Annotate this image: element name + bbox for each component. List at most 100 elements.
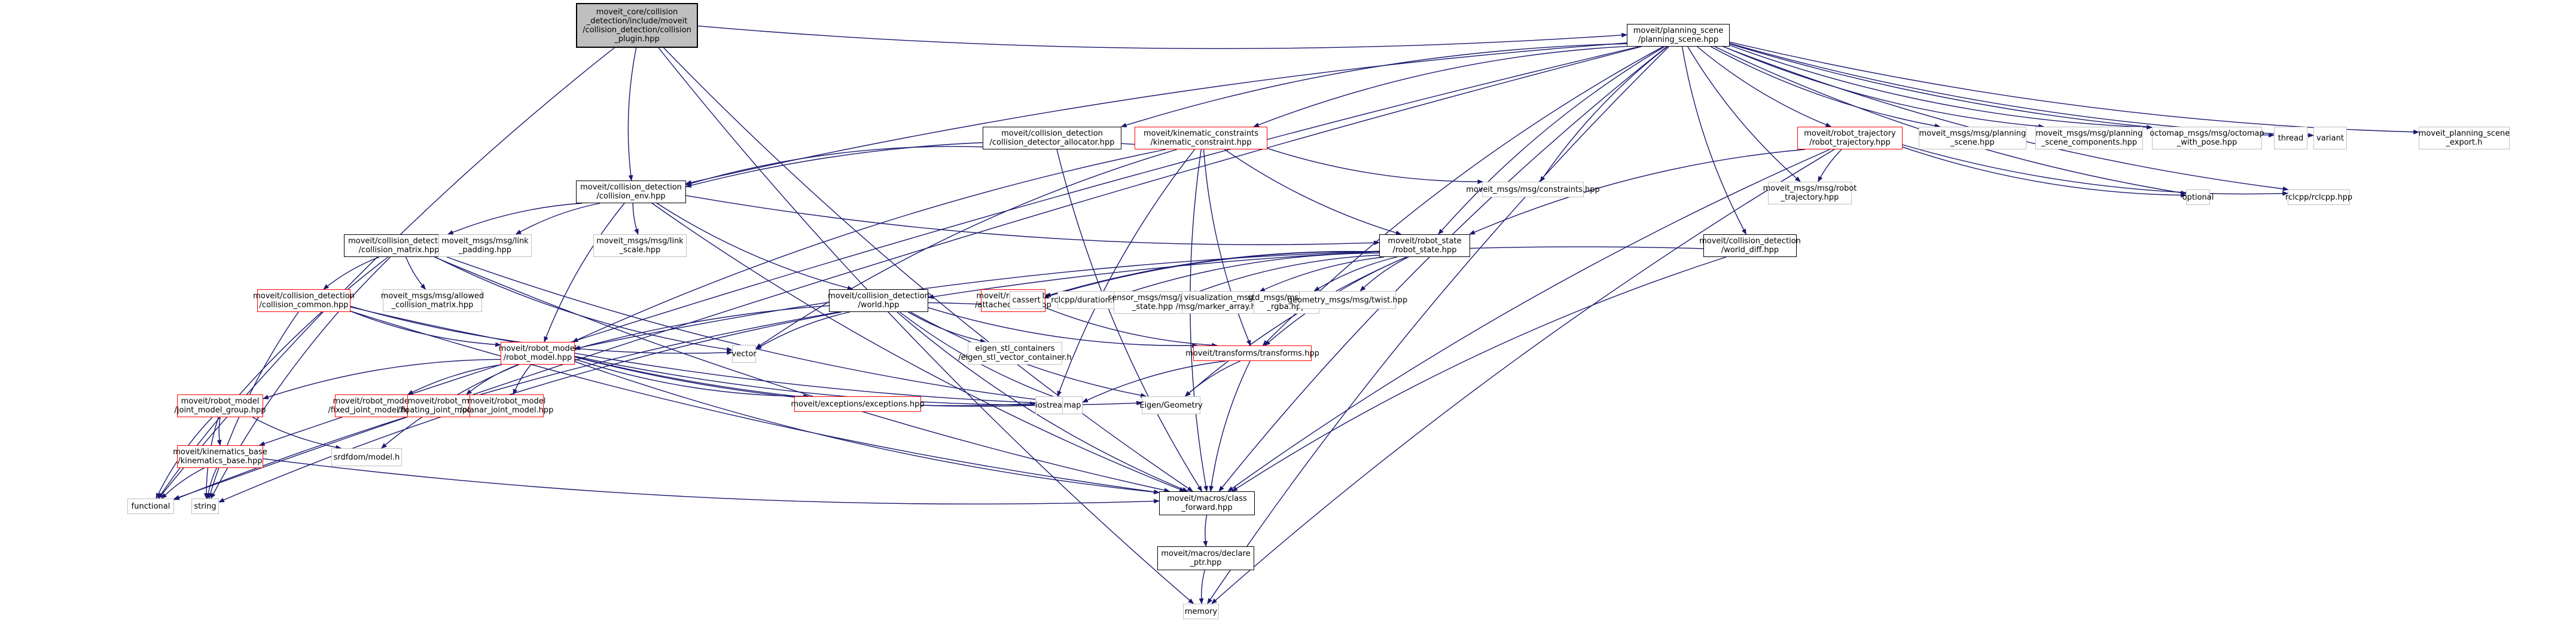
edge-collision-env-to-robot-state [685, 195, 1380, 246]
edge-planning-scene-to-robot-state [1438, 46, 1665, 235]
edge-root-to-planning-scene [697, 25, 1627, 49]
node-cassert[interactable]: cassert [1010, 291, 1043, 309]
edge-declare-ptr-to-memory [1199, 570, 1205, 604]
node-kin-constraint[interactable]: moveit/kinematic_constraints /kinematic_… [1135, 127, 1267, 149]
node-link-scale[interactable]: moveit_msgs/msg/link _scale.hpp [593, 234, 687, 257]
node-duration[interactable]: rclcpp/duration.hpp [1051, 291, 1127, 309]
edge-jmg-to-kinematics-base [217, 417, 222, 446]
node-memory[interactable]: memory [1183, 604, 1219, 619]
edge-robot-trajectory-to-class-forward [1227, 149, 1830, 492]
node-robot-model[interactable]: moveit/robot_model /robot_model.hpp [499, 342, 577, 365]
edge-planning-scene-to-memory [1207, 46, 1669, 604]
node-class-forward[interactable]: moveit/macros/class _forward.hpp [1159, 491, 1255, 515]
node-kinematics-base[interactable]: moveit/kinematics_base /kinematics_base.… [173, 445, 267, 468]
node-msg-planning-scene[interactable]: moveit_msgs/msg/planning _scene.hpp [1919, 127, 2026, 149]
edge-robot-model-to-exceptions [574, 359, 810, 399]
node-planning-scene[interactable]: moveit/planning_scene /planning_scene.hp… [1627, 24, 1730, 47]
edge-planning-scene-to-msg-constraints [1539, 46, 1668, 182]
node-declare-ptr[interactable]: moveit/macros/declare _ptr.hpp [1157, 546, 1254, 570]
node-thread[interactable]: thread [2274, 127, 2307, 149]
edge-planning-scene-to-cd-allocator [1120, 43, 1627, 128]
node-robot-trajectory[interactable]: moveit/robot_trajectory /robot_trajector… [1797, 127, 1903, 149]
edge-kinematics-base-to-functional [161, 467, 205, 499]
edge-kin-constraint-to-transforms [1203, 149, 1251, 346]
edge-collision-env-to-link-padding [515, 203, 600, 235]
node-marker-array[interactable]: visualization_msgs /msg/marker_array.hpp [1176, 291, 1266, 314]
edge-kin-constraint-to-robot-model [572, 149, 1166, 342]
node-collision-matrix[interactable]: moveit/collision_detection /collision_ma… [344, 234, 454, 257]
node-world[interactable]: moveit/collision_detection /world.hpp [828, 289, 929, 312]
edge-root-to-functional [158, 47, 615, 499]
edge-kin-constraint-to-msg-constraints [1267, 148, 1484, 184]
node-eigen-stl[interactable]: eigen_stl_containers /eigen_stl_vector_c… [958, 342, 1072, 365]
edge-kin-constraint-to-robot-state [1224, 149, 1402, 235]
edge-collision-env-to-collision-matrix [447, 203, 583, 235]
node-collision-common[interactable]: moveit/collision_detection /collision_co… [253, 289, 355, 312]
node-rclcpp[interactable]: rclcpp/rclcpp.hpp [2285, 189, 2352, 205]
node-variant[interactable]: variant [2313, 127, 2347, 149]
edge-robot-state-to-joint-state [1191, 255, 1380, 295]
edge-robot-model-to-floating-joint [466, 364, 519, 395]
node-root[interactable]: moveit_core/collision _detection/include… [576, 3, 698, 48]
edge-world-diff-to-world [928, 246, 1704, 299]
edge-robot-state-to-color-rgba [1313, 256, 1397, 292]
node-srdf-model[interactable]: srdfdom/model.h [331, 448, 402, 466]
node-map[interactable]: map [1062, 396, 1083, 414]
edge-transforms-to-map [1082, 360, 1226, 403]
edge-robot-state-to-cassert [1042, 251, 1380, 299]
node-link-padding[interactable]: moveit_msgs/msg/link _padding.hpp [438, 234, 532, 257]
edge-world-to-functional [173, 311, 839, 500]
node-octomap-msg[interactable]: octomap_msgs/msg/octomap _with_pose.hpp [2150, 127, 2264, 149]
edge-collision-matrix-to-class-forward [434, 256, 1170, 493]
node-functional[interactable]: functional [127, 498, 174, 514]
edge-planning-scene-to-class-forward [1218, 46, 1667, 492]
node-joint-state[interactable]: sensor_msgs/msg/joint _state.hpp [1108, 291, 1197, 314]
edge-planning-scene-to-robot-trajectory [1697, 46, 1832, 127]
edge-robot-model-to-jmg [263, 359, 501, 399]
edge-collision-env-to-robot-model [544, 203, 625, 342]
node-fixed-joint[interactable]: moveit/robot_model /fixed_joint_model.hp… [328, 394, 416, 417]
edge-robot-model-to-planar-joint [513, 364, 532, 395]
edge-robot-trajectory-to-rclcpp [1902, 144, 2288, 196]
node-collision-env[interactable]: moveit/collision_detection /collision_en… [576, 181, 686, 203]
edge-transforms-to-class-forward [1209, 360, 1251, 492]
node-string[interactable]: string [191, 498, 219, 514]
edge-planning-scene-to-msg-planning-scene [1711, 46, 1941, 129]
node-cd-allocator[interactable]: moveit/collision_detection /collision_de… [983, 127, 1121, 149]
edge-collision-env-to-class-forward [651, 203, 1185, 492]
edge-planning-scene-to-collision-env [685, 42, 1627, 185]
edge-collision-matrix-to-collision-common [323, 256, 380, 290]
edge-robot-trajectory-to-robot-state [1469, 149, 1806, 235]
node-jmg[interactable]: moveit/robot_model /joint_model_group.hp… [175, 394, 266, 417]
node-msg-ps-components[interactable]: moveit_msgs/msg/planning _scene_componen… [2035, 127, 2143, 149]
node-robot-state[interactable]: moveit/robot_state /robot_state.hpp [1379, 234, 1470, 257]
edge-kin-constraint-to-vector [755, 149, 1177, 349]
node-optional[interactable]: optional [2182, 189, 2214, 205]
node-msg-robot-traj[interactable]: moveit_msgs/msg/robot _trajectory.hpp [1763, 182, 1856, 204]
edge-planning-scene-to-octomap-msg [1729, 45, 2153, 130]
node-transforms[interactable]: moveit/transforms/transforms.hpp [1185, 345, 1319, 361]
node-twist[interactable]: geometry_msgs/msg/twist.hpp [1288, 291, 1407, 309]
edge-cd-allocator-to-collision-env [685, 146, 983, 186]
edge-world-to-transforms [928, 307, 1198, 348]
node-exceptions[interactable]: moveit/exceptions/exceptions.hpp [791, 396, 925, 412]
edge-planning-scene-to-world-diff [1681, 46, 1747, 235]
edge-planning-scene-to-msg-robot-traj [1687, 46, 1801, 182]
node-ps-export[interactable]: moveit_planning_scene _export.h [2419, 127, 2510, 149]
edge-robot-trajectory-to-msg-robot-traj [1818, 149, 1842, 182]
node-world-diff[interactable]: moveit/collision_detection /world_diff.h… [1699, 234, 1801, 257]
node-eigen-geometry[interactable]: Eigen/Geometry [1139, 396, 1203, 414]
node-vector[interactable]: vector [731, 345, 757, 363]
edge-collision-matrix-to-allowed-cm [405, 256, 426, 290]
edge-robot-trajectory-to-memory [1211, 149, 1835, 604]
edge-kinematics-base-to-string [206, 467, 217, 499]
edge-robot-trajectory-to-optional [1902, 146, 2187, 198]
node-planar-joint[interactable]: moveit/robot_model /planar_joint_model.h… [460, 394, 553, 417]
edge-robot-state-to-twist [1359, 256, 1409, 292]
node-msg-constraints[interactable]: moveit_msgs/msg/constraints.hpp [1466, 182, 1600, 197]
edge-collision-common-to-class-forward [350, 310, 1160, 494]
edge-collision-common-to-map [350, 306, 1063, 406]
node-allowed-cm[interactable]: moveit_msgs/msg/allowed _collision_matri… [381, 289, 484, 312]
edge-cd-allocator-to-class-forward [1056, 149, 1203, 492]
edge-collision-env-to-world [656, 203, 853, 290]
